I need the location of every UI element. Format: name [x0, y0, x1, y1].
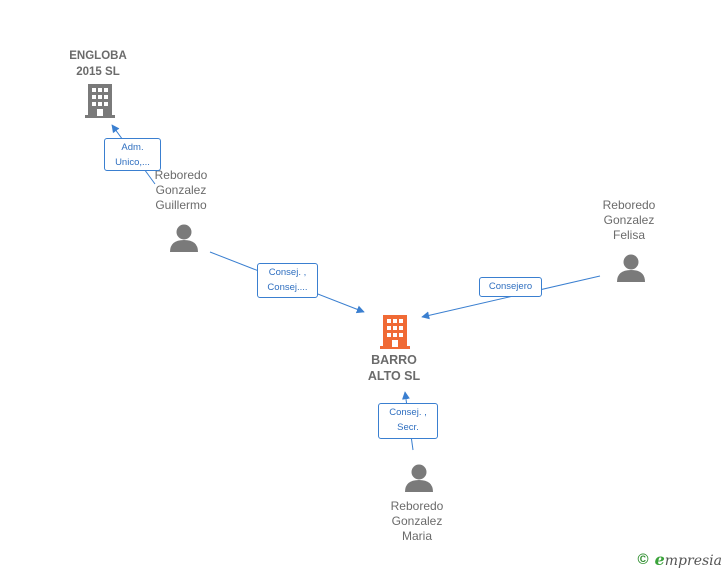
- building-icon[interactable]: [85, 84, 115, 118]
- person-name-felisa[interactable]: Reboredo Gonzalez Felisa: [602, 198, 656, 242]
- footer-brand: © empresia: [638, 550, 722, 569]
- building-icon-main[interactable]: [380, 315, 410, 349]
- person-name-maria[interactable]: Reboredo Gonzalez Maria: [390, 499, 444, 543]
- person-icon[interactable]: [405, 464, 433, 493]
- person-icon[interactable]: [170, 224, 198, 253]
- edge-label-adm-unico[interactable]: Adm. Unico,...: [104, 138, 161, 171]
- company-name-barro-alto[interactable]: BARRO ALTO SL: [367, 353, 421, 383]
- person-icon[interactable]: [617, 254, 645, 283]
- edge-label-consej-consej[interactable]: Consej. , Consej....: [257, 263, 318, 298]
- edge-label-consejero[interactable]: Consejero: [479, 277, 542, 297]
- empresia-logo[interactable]: empresia: [654, 550, 722, 569]
- company-name-engloba[interactable]: ENGLOBA 2015 SL: [69, 50, 127, 78]
- person-name-guillermo[interactable]: Reboredo Gonzalez Guillermo: [154, 168, 208, 212]
- copyright-icon: ©: [637, 551, 649, 568]
- edge-label-consej-secr[interactable]: Consej. , Secr.: [378, 403, 438, 439]
